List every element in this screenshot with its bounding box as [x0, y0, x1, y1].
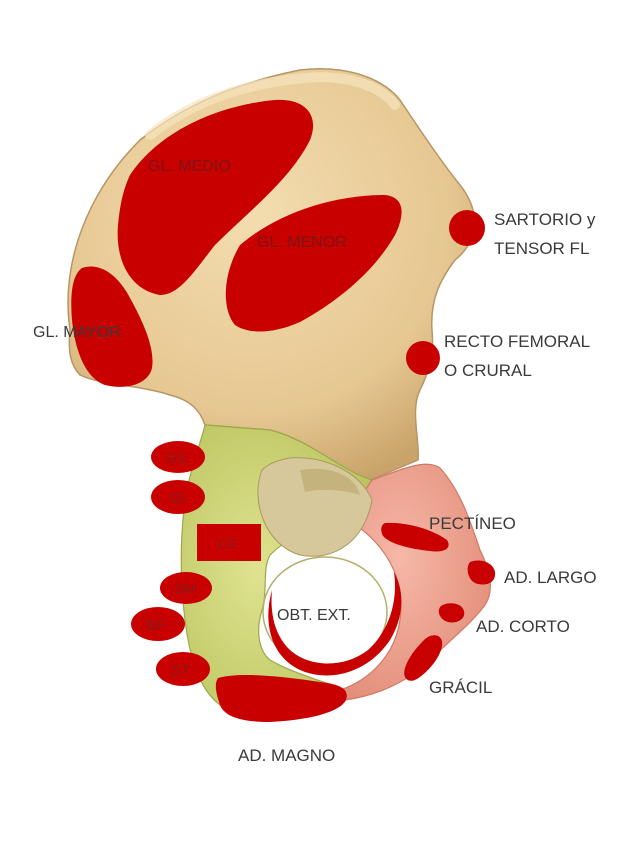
label-sm: SM — [174, 581, 197, 598]
label-pectineo: PECTÍNEO — [429, 514, 516, 533]
label-obt-ext: OBT. EXT. — [277, 607, 351, 624]
label-ad-corto: AD. CORTO — [476, 617, 570, 636]
label-st: ST — [171, 662, 190, 679]
label-sartorio-line1: SARTORIO y — [494, 210, 596, 229]
label-gl-mayor: GL. MAYOR — [33, 324, 121, 341]
label-gracil: GRÁCIL — [429, 678, 492, 697]
label-bf: BF — [146, 617, 165, 634]
label-recto-line1: RECTO FEMORAL — [444, 332, 590, 351]
sartorius-tfl-area — [449, 210, 485, 246]
label-ad-magno: AD. MAGNO — [238, 746, 335, 765]
rectus-femoris-area — [406, 341, 440, 375]
label-ad-largo: AD. LARGO — [504, 568, 597, 587]
label-gs: GS — [165, 450, 187, 467]
label-gl-menor: GL. MENOR — [257, 234, 347, 251]
label-gl-medio: GL. MEDIO — [148, 158, 231, 175]
label-cf: CF — [217, 536, 237, 553]
label-recto-line2: O CRURAL — [444, 361, 532, 380]
adductor-magnus-area — [216, 675, 347, 722]
label-gi: GI — [170, 490, 186, 507]
label-sartorio-line2: TENSOR FL — [494, 239, 589, 258]
